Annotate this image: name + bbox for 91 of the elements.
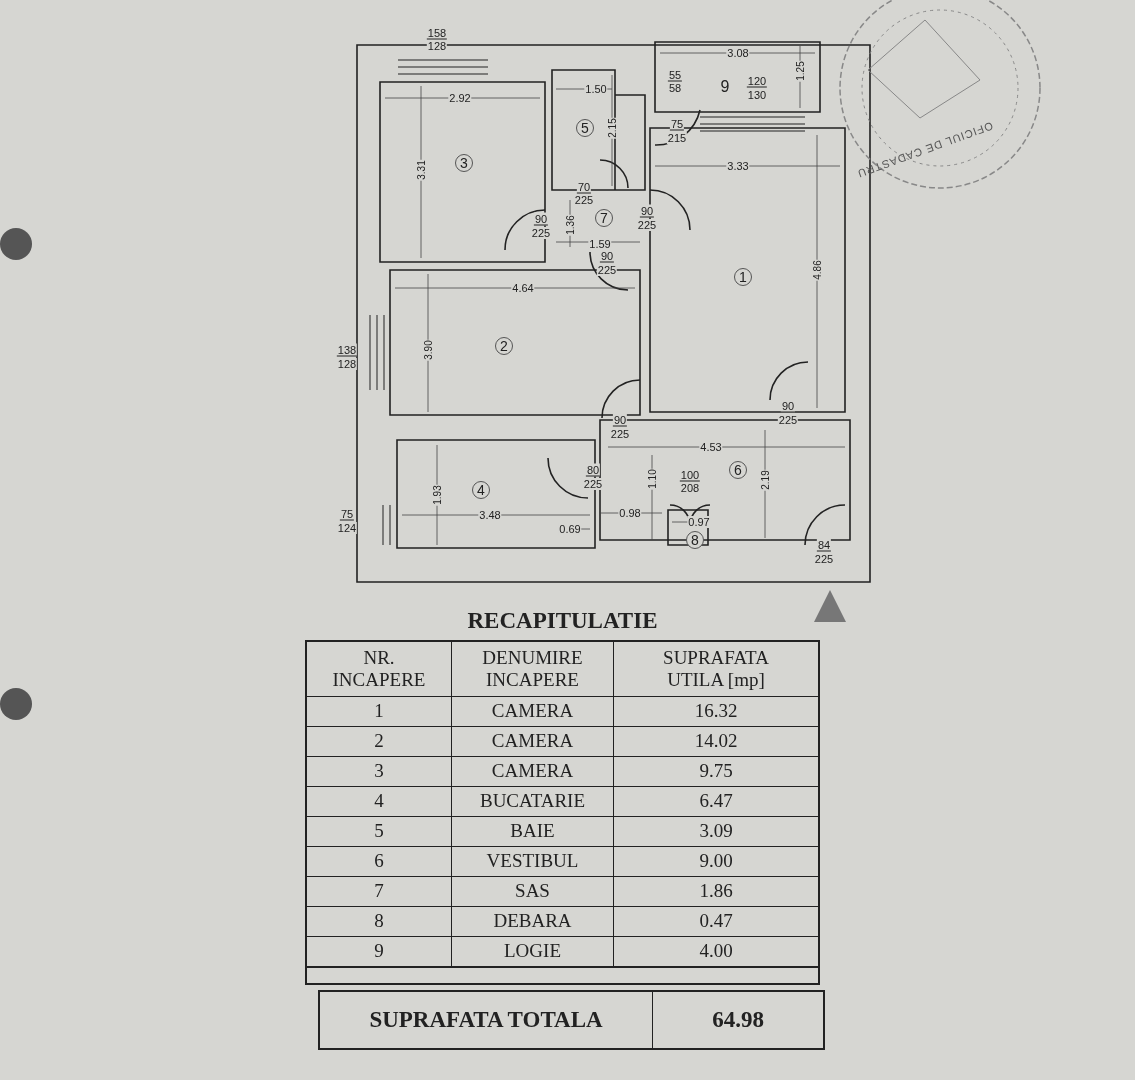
dimension-label: 4.53: [699, 441, 723, 453]
dimension-label: 215: [666, 132, 688, 144]
dimension-label: 1.59: [588, 238, 612, 250]
table-cell-text: 9.75: [698, 759, 734, 784]
dimension-label: 3.08: [726, 47, 750, 59]
room-number: 6: [729, 461, 747, 479]
table-cell: VESTIBUL: [452, 847, 614, 876]
dimension-label: 75: [339, 507, 355, 521]
dimension-label: 1.50: [584, 83, 608, 95]
table-cell: 7: [307, 877, 452, 906]
table-cell: CAMERA: [452, 757, 614, 786]
table-cell-text: 16.32: [693, 699, 739, 724]
dimension-label: 225: [530, 227, 552, 239]
dimension-label: 2.19: [759, 469, 771, 491]
table-cell: LOGIE: [452, 937, 614, 966]
room-number: 5: [576, 119, 594, 137]
header-cell: DENUMIRE INCAPERE: [452, 642, 614, 696]
dimension-label: 208: [679, 482, 701, 494]
dimension-label: 120: [746, 74, 768, 88]
dimension-label: 2.92: [448, 92, 472, 104]
header-cell: NR. INCAPERE: [307, 642, 452, 696]
dimension-label: 4.86: [811, 259, 823, 281]
table-cell: BAIE: [452, 817, 614, 846]
table-cell-text: 14.02: [693, 729, 739, 754]
table-cell: BUCATARIE: [452, 787, 614, 816]
total-label: SUPRAFATA TOTALA: [320, 992, 653, 1048]
dimension-label: 0.69: [558, 523, 582, 535]
dimension-label: 1.93: [431, 484, 443, 506]
table-cell: 4: [307, 787, 452, 816]
dimension-label: 225: [582, 478, 604, 490]
dimension-label: 1.36: [564, 214, 576, 236]
dimension-label: 90: [612, 413, 628, 427]
room-number: 1: [734, 268, 752, 286]
dimension-label: 3.31: [415, 159, 427, 181]
dimension-label: 0.97: [687, 516, 711, 528]
table-cell: SAS: [452, 877, 614, 906]
dimension-label: 90: [533, 212, 549, 226]
dimension-label: 124: [336, 522, 358, 534]
dimension-label: 80: [585, 463, 601, 477]
dimension-label: 3.33: [726, 160, 750, 172]
dimension-label: 75: [669, 117, 685, 131]
dimension-label: 90: [780, 399, 796, 413]
dimension-label: 1.10: [646, 468, 658, 490]
dimension-label: 128: [336, 358, 358, 370]
dimension-label: 130: [746, 89, 768, 101]
dimension-label: 138: [336, 343, 358, 357]
dimension-label: 90: [639, 204, 655, 218]
header-cell-text: SUPRAFATA UTILA [mp]: [662, 646, 770, 692]
dimension-label: 0.98: [618, 507, 642, 519]
dimension-label: 128: [426, 40, 448, 52]
table-cell-text: 4.00: [698, 939, 734, 964]
dimension-label: 225: [573, 194, 595, 206]
dimension-label: 100: [679, 468, 701, 482]
table-cell: 8: [307, 907, 452, 936]
dimension-label: 84: [816, 538, 832, 552]
dimension-label: 70: [576, 180, 592, 194]
table-cell-text: 9.00: [698, 849, 734, 874]
room-number: 8: [686, 531, 704, 549]
dimension-label: 158: [426, 26, 448, 40]
table-cell: DEBARA: [452, 907, 614, 936]
dimension-label: 225: [813, 553, 835, 565]
dimension-label: 58: [667, 82, 683, 94]
total-value: 64.98: [711, 1005, 765, 1034]
table-title: RECAPITULATIE: [467, 607, 658, 635]
table-cell-text: 1.86: [698, 879, 734, 904]
dimension-label: 1.25: [794, 60, 806, 82]
dimension-label: 4.64: [511, 282, 535, 294]
table-cell: CAMERA: [452, 727, 614, 756]
room-number: 2: [495, 337, 513, 355]
room-number: 4: [472, 481, 490, 499]
table-cell: 5: [307, 817, 452, 846]
dimension-label: 55: [667, 68, 683, 82]
table-cell-text: 3.09: [698, 819, 734, 844]
table-cell: 2: [307, 727, 452, 756]
dimension-label: 90: [599, 249, 615, 263]
dimension-label: 3.90: [422, 339, 434, 361]
dimension-label: 225: [636, 219, 658, 231]
table-cell-text: 6.47: [698, 789, 734, 814]
dimension-label: 225: [596, 264, 618, 276]
dimension-label: 225: [609, 428, 631, 440]
room-number: 3: [455, 154, 473, 172]
table-cell: 1: [307, 697, 452, 726]
dimension-label: 3.48: [478, 509, 502, 521]
table-cell: 9: [307, 937, 452, 966]
dimension-label: 2.15: [606, 117, 618, 139]
dimension-label: 225: [777, 414, 799, 426]
table-cell: CAMERA: [452, 697, 614, 726]
room-number: 7: [595, 209, 613, 227]
table-cell-text: 0.47: [698, 909, 734, 934]
table-cell: 3: [307, 757, 452, 786]
table-cell: 6: [307, 847, 452, 876]
